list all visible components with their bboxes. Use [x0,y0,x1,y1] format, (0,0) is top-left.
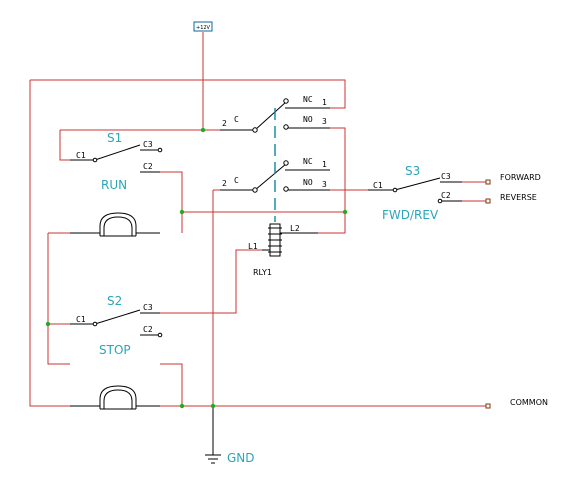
pole1-common-num: 2 [222,119,227,128]
relay-pole-1: 2 C NC 1 NO 3 [220,95,330,133]
pole1-no-label: NO [303,115,313,124]
coil-l1-label: L1 [248,242,258,251]
lamp-1 [70,212,160,237]
ground-symbol: GND [205,406,255,465]
switch-s1: C1 C3 C2 S1 RUN [70,131,163,192]
pole1-no-num: 3 [322,117,327,126]
output-terminals: FORWARD REVERSE COMMON [485,173,548,409]
s1-pin-c1: C1 [76,151,86,160]
coil-l2-label: L2 [290,224,300,233]
s1-pin-c2: C2 [143,162,153,171]
s2-pin-c3: C3 [143,303,153,312]
s1-name: S1 [107,131,122,145]
common-terminal [485,403,491,409]
common-label: COMMON [510,398,548,407]
s2-pin-c1: C1 [76,315,86,324]
s2-pin-c2: C2 [143,325,153,334]
pole1-nc-label: NC [303,95,313,104]
relay-name: RLY1 [253,268,272,277]
s3-pin-c1: C1 [373,181,383,190]
pole2-no-num: 3 [322,180,327,189]
pole2-no-label: NO [303,178,313,187]
junction-nodes [45,127,348,409]
pole1-common-label: C [234,115,239,124]
s3-name: S3 [405,164,420,178]
pole2-nc-label: NC [303,157,313,166]
ground-label: GND [227,451,255,465]
pole1-nc-num: 1 [322,98,327,107]
s1-pin-c3: C3 [143,140,153,149]
s1-function: RUN [101,178,127,192]
forward-label: FORWARD [500,173,541,182]
pole2-common-label: C [234,176,239,185]
reverse-label: REVERSE [500,193,537,202]
switch-s3: C1 C3 C2 S3 FWD/REV [368,164,462,222]
s2-name: S2 [107,294,122,308]
s2-function: STOP [99,343,131,357]
s3-pin-c2: C2 [441,191,451,200]
pole2-nc-num: 1 [322,160,327,169]
reverse-terminal [485,198,491,204]
s3-function: FWD/REV [382,208,439,222]
s3-pin-c3: C3 [441,172,451,181]
switch-s2: C1 C3 C2 S2 STOP [70,294,163,357]
lamp-2 [70,385,160,410]
supply-label: +12V [196,25,211,31]
supply-flag: +12V [193,21,213,32]
relay-coil: L1 L2 RLY1 [248,223,318,277]
forward-terminal [485,179,491,185]
pole2-common-num: 2 [222,179,227,188]
